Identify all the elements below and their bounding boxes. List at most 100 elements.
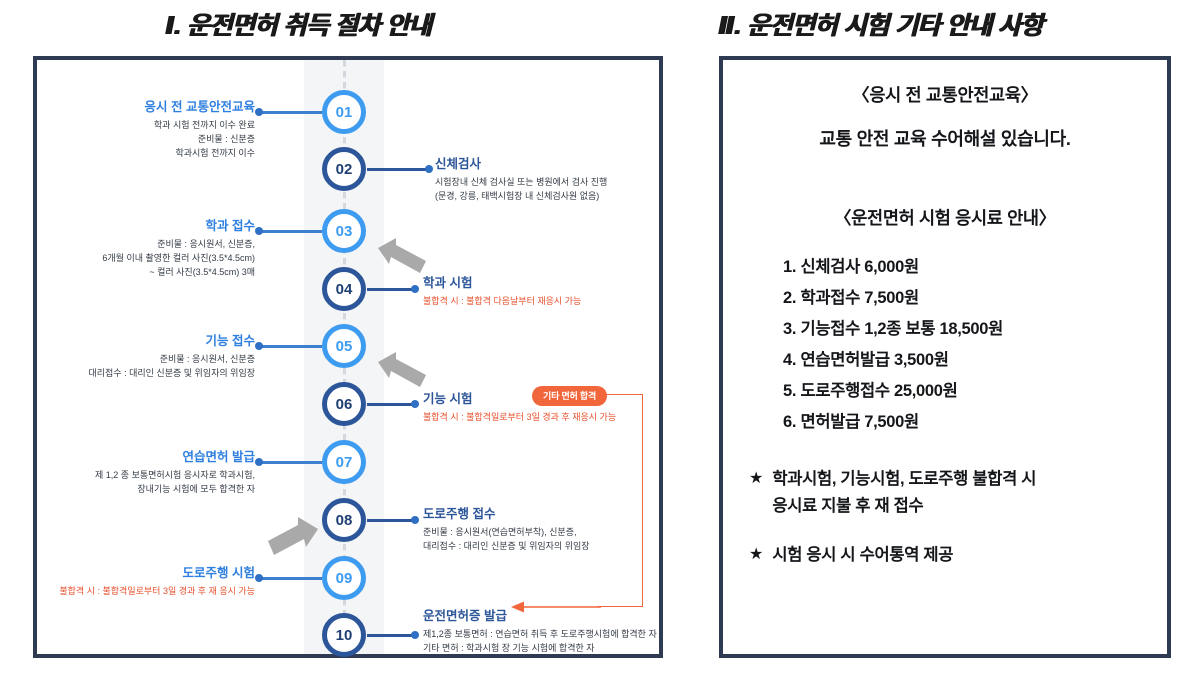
stem-dot-02 <box>425 165 433 173</box>
stem-10 <box>367 634 415 637</box>
timeline-node-01[interactable]: 01 <box>322 90 366 134</box>
star-note-1: ★ 학과시험, 기능시험, 도로주행 불합격 시 응시료 지불 후 재 접수 <box>749 466 1141 520</box>
step-block-08: 도로주행 접수 준비물 : 응시원서(연습면허부착), 신분증, 대리접수 : … <box>423 503 663 553</box>
stem-03 <box>259 230 322 233</box>
fee-section-title: 〈운전면허 시험 응시료 안내〉 <box>834 208 1056 228</box>
step-line-02-2: (문경, 강릉, 태백시험장 내 신체검사원 없음) <box>435 191 600 201</box>
stem-04 <box>367 288 415 291</box>
page-title-right: Ⅱ. 운전면허 시험 기타 안내 사항 <box>718 12 1043 40</box>
step-title-06: 기능 시험 <box>423 392 473 406</box>
step-line-10-1: 제1,2종 보통면허 : 연습면허 취득 후 도로주행시험에 합격한 자 <box>423 629 657 639</box>
timeline-node-09[interactable]: 09 <box>322 556 366 600</box>
fee-item: 6. 면허발급 7,500원 <box>783 413 919 431</box>
step-line-02-1: 시험장내 신체 검사실 또는 병원에서 검사 진행 <box>435 177 608 187</box>
star-note-2-text: 시험 응시 시 수어통역 제공 <box>772 542 953 569</box>
step-block-04: 학과 시험 불합격 시 : 불합격 다음날부터 재응시 가능 <box>423 272 663 308</box>
stem-dot-03 <box>255 227 263 235</box>
fee-list: 1. 신체검사 6,000원 2. 학과접수 7,500원 3. 기능접수 1,… <box>783 252 1141 438</box>
education-section-title: 〈응시 전 교통안전교육〉 <box>852 85 1038 105</box>
procedure-panel: 01 02 03 04 05 06 07 08 09 10 응시 전 교통안전교… <box>33 56 663 658</box>
timeline-node-03[interactable]: 03 <box>322 209 366 253</box>
step-title-10: 운전면허증 발급 <box>423 609 507 623</box>
star-note-1-text: 학과시험, 기능시험, 도로주행 불합격 시 응시료 지불 후 재 접수 <box>772 466 1036 520</box>
timeline-node-08[interactable]: 08 <box>322 498 366 542</box>
star-note-1-line1: 학과시험, 기능시험, 도로주행 불합격 시 <box>772 470 1037 488</box>
info-panel-inner: 〈응시 전 교통안전교육〉 교통 안전 교육 수어해설 있습니다. 〈운전면허 … <box>723 60 1167 654</box>
step-block-09: 도로주행 시험 불합격 시 : 불합격일로부터 3일 경과 후 재 응시 가능 <box>27 562 255 598</box>
timeline-node-06[interactable]: 06 <box>322 382 366 426</box>
step-title-01: 응시 전 교통안전교육 <box>144 100 255 114</box>
heading-right-wrap: Ⅱ. 운전면허 시험 기타 안내 사항 <box>700 0 1199 50</box>
timeline-node-10[interactable]: 10 <box>322 613 366 657</box>
step-title-08: 도로주행 접수 <box>423 507 496 521</box>
fee-item: 3. 기능접수 1,2종 보통 18,500원 <box>783 320 1004 338</box>
step-line-01-2: 준비물 : 신분증 <box>197 134 255 144</box>
grey-arrow-up-1 <box>374 236 430 283</box>
stem-06 <box>367 403 415 406</box>
step-line-05-2: 대리접수 : 대리인 신분증 및 위임자의 위임장 <box>88 368 255 378</box>
stem-01 <box>259 111 322 114</box>
stem-09 <box>259 577 322 580</box>
step-line-05-1: 준비물 : 응시원서, 신분증 <box>159 354 255 364</box>
step-line-06-1: 불합격 시 : 불합격일로부터 3일 경과 후 재응시 가능 <box>423 412 617 422</box>
education-section-text: 교통 안전 교육 수어해설 있습니다. <box>819 129 1071 149</box>
step-line-08-1: 준비물 : 응시원서(연습면허부착), 신분증, <box>423 527 577 537</box>
fee-item: 5. 도로주행접수 25,000원 <box>783 382 958 400</box>
step-block-01: 응시 전 교통안전교육 학과 시험 전까지 이수 완료 준비물 : 신분증 학과… <box>57 96 255 160</box>
grey-arrow-up-2 <box>374 350 430 397</box>
step-line-04-1: 불합격 시 : 불합격 다음날부터 재응시 가능 <box>423 296 582 306</box>
step-line-03-3: ~ 컬러 사진(3.5*4.5cm) 3매 <box>149 267 255 277</box>
step-line-08-2: 대리접수 : 대리인 신분증 및 위임자의 위임장 <box>423 541 590 551</box>
step-block-07: 연습면허 발급 제 1,2 종 보통면허시험 응시자로 학과시험, 장내기능 시… <box>37 446 255 496</box>
star-notes: ★ 학과시험, 기능시험, 도로주행 불합격 시 응시료 지불 후 재 접수 ★… <box>749 466 1141 569</box>
star-icon: ★ <box>749 546 764 563</box>
step-line-07-1: 제 1,2 종 보통면허시험 응시자로 학과시험, <box>95 470 255 480</box>
step-block-10: 운전면허증 발급 제1,2종 보통면허 : 연습면허 취득 후 도로주행시험에 … <box>423 605 673 655</box>
stem-08 <box>367 519 415 522</box>
stem-dot-09 <box>255 574 263 582</box>
badge-bracket <box>597 394 643 607</box>
step-title-09: 도로주행 시험 <box>182 566 255 580</box>
step-title-03: 학과 접수 <box>205 219 255 233</box>
step-title-02: 신체검사 <box>435 157 482 171</box>
timeline-node-02[interactable]: 02 <box>322 147 366 191</box>
timeline-node-04[interactable]: 04 <box>322 267 366 311</box>
fee-item: 2. 학과접수 7,500원 <box>783 289 919 307</box>
stem-dot-08 <box>411 516 419 524</box>
headings-row: Ⅰ. 운전면허 취득 절차 안내 Ⅱ. 운전면허 시험 기타 안내 사항 <box>0 0 1199 50</box>
step-line-01-3: 학과시험 전까지 이수 <box>175 148 255 158</box>
star-note-1-line2: 응시료 지불 후 재 접수 <box>772 497 924 515</box>
step-line-10-2: 기타 면허 : 학과시험 장 기능 시험에 합격한 자 <box>423 643 595 653</box>
stem-dot-10 <box>411 631 419 639</box>
stem-07 <box>259 461 322 464</box>
star-note-2-line1: 시험 응시 시 수어통역 제공 <box>772 546 954 564</box>
step-title-05: 기능 접수 <box>205 334 255 348</box>
red-arrow-left-icon <box>511 600 601 619</box>
step-line-03-2: 6개월 이내 촬영한 컬러 사진(3.5*4.5cm) <box>102 253 255 263</box>
timeline-node-05[interactable]: 05 <box>322 324 366 368</box>
timeline-node-07[interactable]: 07 <box>322 440 366 484</box>
stem-05 <box>259 345 322 348</box>
stem-dot-06 <box>411 400 419 408</box>
step-line-03-1: 준비물 : 응시원서, 신분증, <box>157 239 255 249</box>
step-block-06: 기능 시험 불합격 시 : 불합격일로부터 3일 경과 후 재응시 가능 <box>423 388 663 424</box>
step-title-07: 연습면허 발급 <box>182 450 255 464</box>
grey-arrow-up-3 <box>262 515 322 564</box>
other-license-badge: 기타 면허 합격 <box>532 386 608 406</box>
fee-item: 1. 신체검사 6,000원 <box>783 258 919 276</box>
stem-dot-04 <box>411 285 419 293</box>
stem-dot-01 <box>255 108 263 116</box>
stem-02 <box>367 168 429 171</box>
heading-left-wrap: Ⅰ. 운전면허 취득 절차 안내 <box>0 0 700 50</box>
star-note-2: ★ 시험 응시 시 수어통역 제공 <box>749 542 1141 569</box>
step-block-05: 기능 접수 준비물 : 응시원서, 신분증 대리접수 : 대리인 신분증 및 위… <box>37 330 255 380</box>
step-block-03: 학과 접수 준비물 : 응시원서, 신분증, 6개월 이내 촬영한 컬러 사진(… <box>37 215 255 279</box>
step-title-04: 학과 시험 <box>423 276 473 290</box>
step-line-09-1: 불합격 시 : 불합격일로부터 3일 경과 후 재 응시 가능 <box>59 586 255 596</box>
step-line-07-2: 장내기능 시험에 모두 합격한 자 <box>137 484 255 494</box>
page-title-left: Ⅰ. 운전면허 취득 절차 안내 <box>165 12 432 40</box>
info-panel: 〈응시 전 교통안전교육〉 교통 안전 교육 수어해설 있습니다. 〈운전면허 … <box>719 56 1171 658</box>
step-line-01-1: 학과 시험 전까지 이수 완료 <box>153 120 255 130</box>
stem-dot-05 <box>255 342 263 350</box>
star-icon: ★ <box>749 470 764 487</box>
